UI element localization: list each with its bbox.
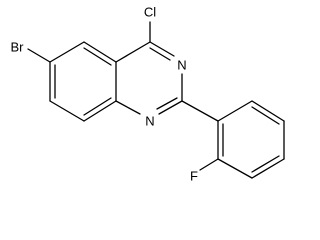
double-bond-inner bbox=[83, 97, 112, 116]
double-bond-inner bbox=[83, 47, 112, 66]
nitrogen-top-label: N bbox=[177, 58, 186, 73]
bond bbox=[158, 100, 183, 115]
double-bond-inner bbox=[251, 155, 280, 173]
bond bbox=[49, 100, 85, 122]
bromine-label: Br bbox=[11, 40, 25, 55]
molecule-drawing: Br Cl N N F bbox=[11, 5, 285, 184]
bond bbox=[217, 100, 253, 122]
chlorine-label: Cl bbox=[144, 5, 156, 20]
bond-to-fluorine bbox=[199, 158, 219, 171]
bond bbox=[115, 100, 141, 115]
double-bond-inner bbox=[156, 97, 178, 110]
bond bbox=[217, 158, 253, 179]
bond bbox=[149, 41, 175, 57]
bond bbox=[181, 100, 219, 122]
bond bbox=[83, 41, 117, 63]
nitrogen-bottom-label: N bbox=[145, 114, 154, 129]
structure-diagram: Br Cl N N F bbox=[11, 5, 285, 184]
bond bbox=[49, 41, 85, 63]
bond bbox=[251, 158, 285, 179]
bond bbox=[83, 100, 117, 122]
bond bbox=[115, 41, 151, 63]
bond-to-bromine bbox=[27, 48, 51, 63]
double-bond-inner bbox=[149, 47, 171, 61]
fluorine-label: F bbox=[190, 169, 198, 184]
bond bbox=[251, 100, 285, 122]
double-bond-inner bbox=[251, 106, 280, 125]
